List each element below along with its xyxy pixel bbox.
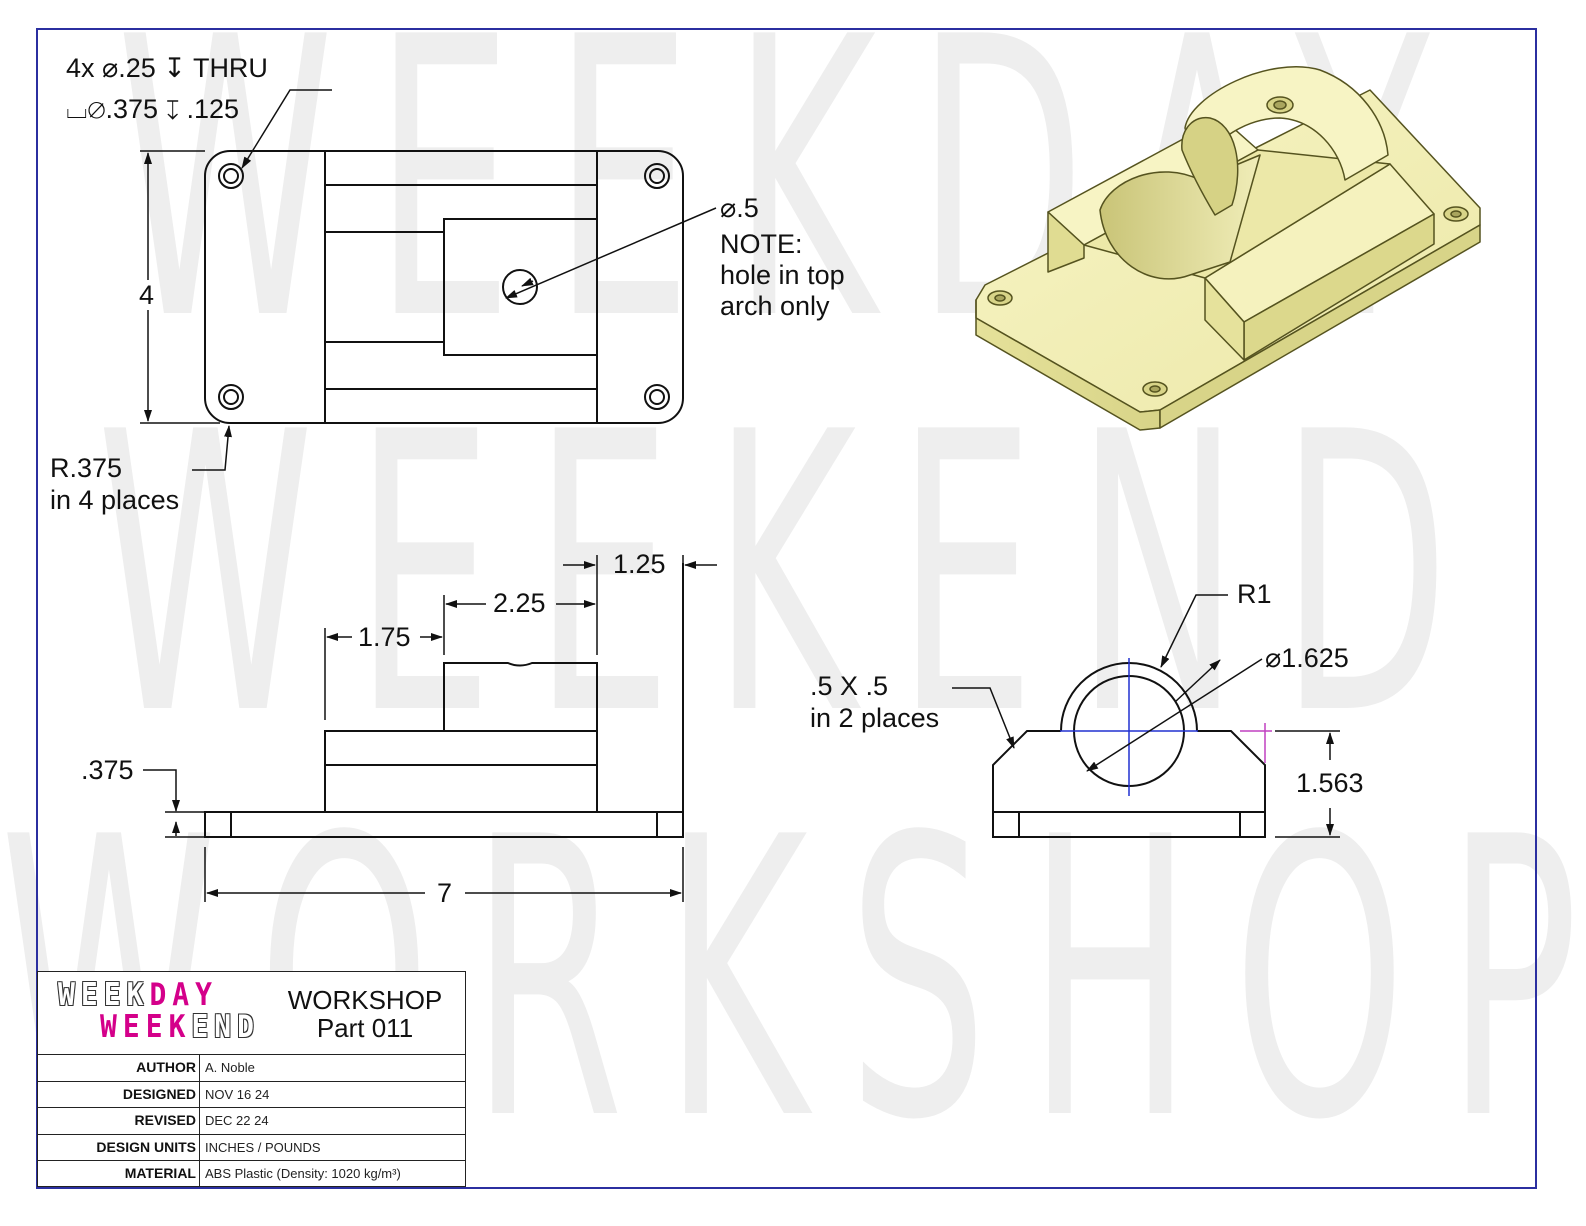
logo-weekday: WEEKDAY	[58, 976, 219, 1013]
side-view-centerlines	[1060, 658, 1198, 796]
radius-note-line1: R.375	[50, 453, 123, 483]
note-line3: arch only	[720, 291, 830, 321]
iso-arch-top	[1184, 66, 1389, 181]
side-view-chamfer-mark	[1240, 723, 1272, 763]
top-view-dimensions	[140, 89, 717, 471]
title-block: WEEKDAY WEEKEND WORKSHOP Part 011 AUTHOR…	[37, 971, 466, 1187]
dim-1-75: 1.75	[358, 622, 411, 652]
dim-7: 7	[437, 878, 453, 908]
dim-1-563: 1.563	[1296, 768, 1364, 798]
dim-2-25: 2.25	[493, 588, 546, 618]
note-line2: hole in top	[720, 260, 845, 290]
title-block-header: WEEKDAY WEEKEND WORKSHOP Part 011	[38, 972, 465, 1055]
logo-weekend: WEEKEND	[100, 1008, 261, 1045]
corner-holes	[218, 163, 670, 410]
top-arch-outline	[443, 218, 598, 356]
dim-bore-dia: ⌀1.625	[1265, 643, 1349, 673]
radius-note-line2: in 4 places	[50, 485, 180, 515]
iso-right-block-chamfer	[1204, 277, 1245, 361]
watermark-weekend: WEEKEND	[96, 351, 1490, 799]
chamfer-note-line2: in 2 places	[810, 703, 940, 733]
top-view-outline	[204, 150, 684, 424]
dim-0-375: .375	[81, 755, 134, 785]
isometric-view	[975, 66, 1481, 431]
dim-1-25: 1.25	[613, 549, 666, 579]
front-view-dimensions	[143, 555, 717, 902]
hole-callout-line2: ⌴⌀.375 ↧ .125	[66, 94, 240, 124]
side-view-dimensions	[952, 594, 1340, 838]
iso-arch-inner	[1181, 116, 1239, 216]
top-center-hole	[502, 269, 538, 305]
dim-r1: R1	[1237, 579, 1272, 609]
chamfer-note-line1: .5 X .5	[810, 671, 889, 701]
title-line1: WORKSHOP	[287, 985, 443, 1015]
title-block-title: WORKSHOP Part 011	[275, 986, 455, 1042]
top-view	[204, 150, 684, 424]
sheet-border	[36, 28, 1537, 1189]
hole-callout-line1: 4x ⌀.25 ↧ THRU	[66, 53, 268, 83]
note-line1: NOTE:	[720, 229, 803, 259]
front-view	[204, 563, 684, 838]
title-line2: Part 011	[316, 1013, 414, 1043]
iso-base-right	[1159, 224, 1481, 429]
iso-left-block-front	[1047, 211, 1085, 273]
hole-dia-label: ⌀.5	[720, 193, 759, 223]
top-height-dim: 4	[139, 280, 155, 310]
